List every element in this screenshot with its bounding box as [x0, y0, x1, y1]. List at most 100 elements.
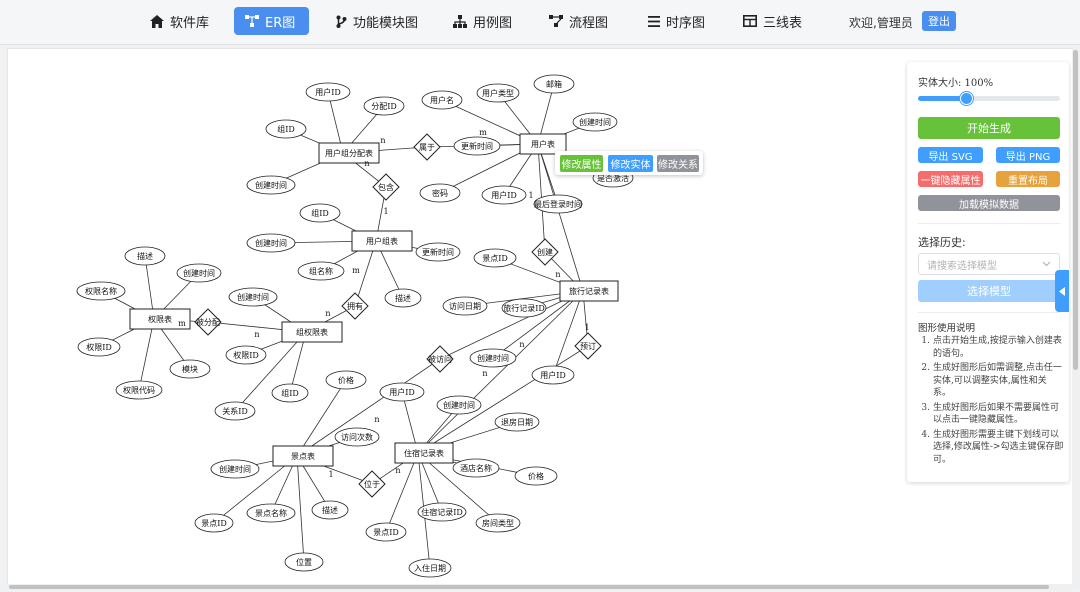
relation-belong[interactable]: 属于 — [413, 133, 441, 161]
cardinality-label: 1 — [383, 207, 388, 216]
attribute-node[interactable]: 创建时间 — [228, 287, 278, 307]
attribute-node[interactable]: 价格 — [325, 370, 367, 390]
entity-ugroup[interactable]: 用户组表 — [351, 230, 413, 252]
nav-item-function-module[interactable]: 功能模块图 — [326, 7, 428, 35]
attribute-node[interactable]: 用户名 — [421, 90, 463, 110]
scrollbar-thumb[interactable] — [1073, 50, 1078, 370]
entity-stay[interactable]: 住宿记录表 — [394, 442, 454, 464]
select-model-button[interactable]: 选择模型 — [918, 280, 1060, 302]
attribute-node[interactable]: 创建时间 — [246, 175, 296, 195]
attribute-node[interactable]: 描述 — [311, 500, 349, 520]
attribute-node[interactable]: 最后登录时间 — [533, 194, 583, 214]
attribute-node[interactable]: 入住日期 — [408, 558, 452, 578]
attribute-node[interactable]: 景点ID — [473, 248, 517, 268]
attribute-node[interactable]: 住宿记录ID — [417, 502, 467, 522]
relation-has[interactable]: 拥有 — [341, 292, 369, 320]
entity-gperm[interactable]: 组权限表 — [281, 321, 343, 343]
attribute-node[interactable]: 创建时间 — [436, 395, 482, 415]
vertical-scrollbar[interactable] — [1072, 48, 1079, 588]
attribute-label: 描述 — [137, 251, 153, 261]
logout-button[interactable]: 登出 — [922, 11, 956, 31]
edit-attribute-button[interactable]: 修改属性 — [560, 155, 603, 172]
attribute-node[interactable]: 景点ID — [365, 522, 407, 542]
hide-attributes-button[interactable]: 一键隐藏属性 — [918, 171, 983, 187]
attribute-node[interactable]: 密码 — [419, 183, 461, 203]
attribute-node[interactable]: 邮箱 — [533, 74, 575, 94]
attribute-node[interactable]: 分配ID — [363, 96, 405, 116]
load-mock-data-button[interactable]: 加载模拟数据 — [918, 195, 1060, 211]
attribute-node[interactable]: 用户类型 — [476, 83, 520, 103]
nav-item-er-diagram[interactable]: ER图 — [234, 7, 309, 35]
entity-user[interactable]: 用户表 — [519, 133, 567, 155]
attribute-node[interactable]: 描述 — [124, 246, 166, 266]
attribute-node[interactable]: 访问次数 — [334, 427, 380, 447]
relation-locate[interactable]: 位于 — [358, 470, 386, 498]
caret-left-icon — [1058, 286, 1065, 296]
attribute-node[interactable]: 创建时间 — [246, 233, 296, 253]
attribute-node[interactable]: 用户ID — [379, 382, 425, 402]
export-png-button[interactable]: 导出 PNG — [996, 147, 1060, 163]
attribute-node[interactable]: 景点ID — [194, 513, 234, 533]
attribute-node[interactable]: 权限代码 — [115, 380, 163, 400]
attribute-node[interactable]: 价格 — [514, 466, 558, 486]
relation-book[interactable]: 预订 — [574, 332, 602, 360]
attribute-node[interactable]: 模块 — [169, 359, 211, 379]
attribute-node[interactable]: 用户ID — [305, 82, 351, 102]
nav-item-three-line-table[interactable]: 三线表 — [733, 7, 812, 35]
entity-perm[interactable]: 权限表 — [129, 308, 191, 330]
attribute-node[interactable]: 用户ID — [481, 185, 527, 205]
attribute-node[interactable]: 组ID — [271, 383, 309, 403]
relation-create[interactable]: 创建 — [531, 238, 559, 266]
attribute-node[interactable]: 组ID — [299, 203, 341, 223]
attribute-node[interactable]: 房间类型 — [475, 513, 521, 533]
attribute-node[interactable]: 权限ID — [77, 337, 121, 357]
scrollbar-thumb[interactable] — [9, 585, 1049, 589]
attribute-node[interactable]: 权限名称 — [76, 281, 126, 301]
attribute-node[interactable]: 位置 — [284, 552, 324, 572]
attribute-node[interactable]: 访问日期 — [442, 296, 488, 316]
er-diagram[interactable]: 用户ID分配ID组ID创建时间用户名用户类型邮箱创建时间更新时间是否激活最后登录… — [8, 49, 1073, 588]
attribute-node[interactable]: 更新时间 — [453, 136, 501, 156]
relation-assigned[interactable]: 被分配 — [194, 308, 222, 336]
entity-size-label: 实体大小: 100% — [918, 78, 994, 89]
attribute-node[interactable]: 更新时间 — [415, 242, 461, 262]
entity-label: 景点表 — [291, 451, 315, 461]
reset-layout-button[interactable]: 重置布局 — [996, 171, 1060, 187]
edit-entity-button[interactable]: 修改实体 — [608, 155, 653, 172]
attribute-node[interactable]: 关系ID — [214, 401, 256, 421]
attribute-node[interactable]: 组名称 — [297, 261, 345, 281]
table-icon — [743, 15, 757, 27]
entity-ugroup-assign[interactable]: 用户组分配表 — [318, 142, 380, 164]
nav-item-sequence[interactable]: 时序图 — [638, 7, 715, 35]
start-generate-button[interactable]: 开始生成 — [918, 117, 1060, 139]
attribute-label: 房间类型 — [482, 518, 514, 528]
attribute-node[interactable]: 退房日期 — [494, 412, 540, 432]
attribute-node[interactable]: 酒店名称 — [452, 458, 500, 478]
entity-spot[interactable]: 景点表 — [272, 445, 334, 467]
nav-item-use-case[interactable]: 用例图 — [443, 7, 522, 35]
slider-thumb[interactable] — [960, 92, 974, 105]
attribute-node[interactable]: 用户ID — [531, 365, 575, 385]
relation-contain[interactable]: 包含 — [372, 173, 400, 201]
nav-item-flowchart[interactable]: 流程图 — [539, 7, 618, 35]
attribute-node[interactable]: 组ID — [265, 119, 307, 139]
attribute-node[interactable]: 旅行记录ID — [501, 298, 547, 318]
collapse-panel-tab[interactable] — [1055, 270, 1069, 312]
nav-item-software-library[interactable]: 软件库 — [140, 7, 219, 35]
attribute-node[interactable]: 创建时间 — [572, 112, 618, 132]
attribute-node[interactable]: 权限ID — [225, 345, 267, 365]
relation-visited[interactable]: 被访问 — [426, 345, 454, 373]
model-select[interactable]: 请搜索选择模型 — [918, 253, 1060, 275]
export-svg-button[interactable]: 导出 SVG — [918, 147, 983, 163]
attribute-node[interactable]: 创建时间 — [469, 348, 517, 368]
attribute-node[interactable]: 创建时间 — [176, 263, 222, 283]
attribute-node[interactable]: 创建时间 — [210, 459, 260, 479]
divider — [918, 223, 1060, 224]
edit-relation-button[interactable]: 修改关系 — [657, 155, 699, 172]
entity-travel[interactable]: 旅行记录表 — [559, 280, 619, 302]
attribute-node[interactable]: 景点名称 — [246, 503, 296, 523]
entity-size-slider[interactable] — [918, 92, 1060, 105]
attribute-node[interactable]: 描述 — [384, 288, 422, 308]
horizontal-scrollbar[interactable] — [7, 584, 1073, 590]
